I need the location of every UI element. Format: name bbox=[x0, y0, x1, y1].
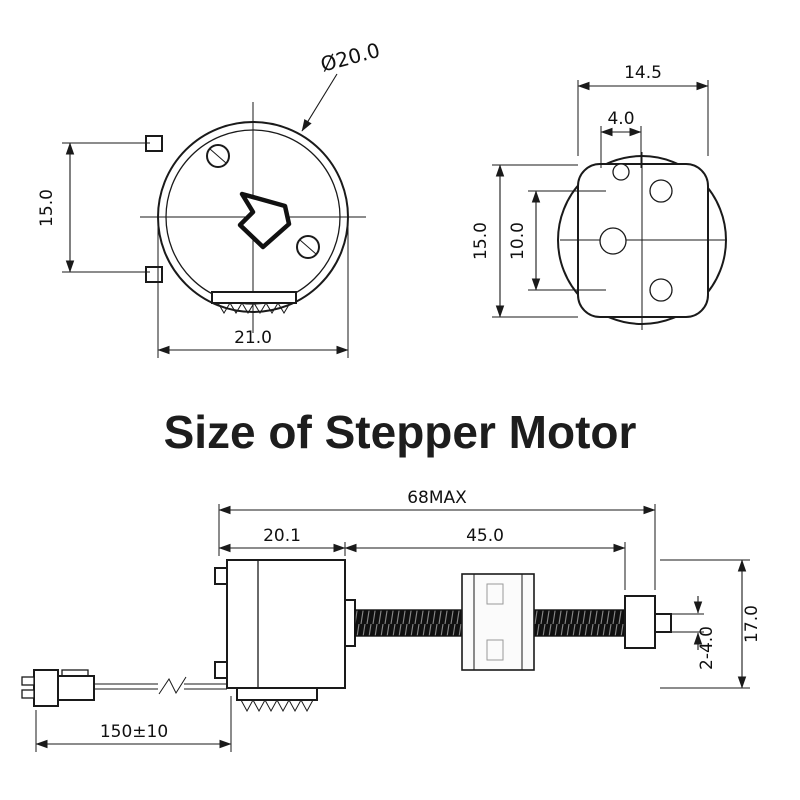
carriage-block bbox=[461, 573, 535, 671]
rear-offset-label: 4.0 bbox=[607, 109, 634, 129]
dim-motor-length: 20.1 bbox=[218, 526, 346, 556]
shaft-tip-label: 2-4.0 bbox=[697, 626, 717, 670]
motor-length-label: 20.1 bbox=[263, 526, 301, 546]
cable-length-label: 150±10 bbox=[100, 722, 168, 742]
rear-center-hole bbox=[599, 227, 627, 255]
front-diameter-label: Ø20.0 bbox=[318, 38, 382, 77]
rear-hole-spacing-label: 10.0 bbox=[508, 222, 528, 260]
dim-front-height: 15.0 bbox=[37, 142, 150, 273]
rear-hole-upper-right bbox=[649, 179, 673, 203]
dim-screw-length: 45.0 bbox=[344, 526, 626, 590]
front-width-label: 21.0 bbox=[234, 328, 272, 348]
d-shaft-profile bbox=[237, 191, 292, 250]
end-bearing-block bbox=[624, 595, 656, 649]
motor-body bbox=[226, 559, 346, 689]
overall-length-label: 68MAX bbox=[407, 488, 467, 508]
dim-front-diameter: Ø20.0 bbox=[301, 38, 382, 132]
screw-top-left bbox=[206, 144, 230, 168]
dim-rear-width: 14.5 bbox=[577, 63, 709, 156]
rear-top-hole bbox=[612, 163, 630, 181]
dim-rear-offset: 4.0 bbox=[600, 109, 642, 168]
side-terminal-pins-zigzag bbox=[240, 698, 314, 713]
rear-width-label: 14.5 bbox=[624, 63, 662, 83]
shaft-coupler bbox=[344, 599, 356, 647]
side-terminal-plate bbox=[236, 687, 318, 701]
wire-break-symbol bbox=[158, 676, 187, 695]
dim-shaft-tip: 2-4.0 bbox=[671, 596, 717, 670]
rear-hole-lower-right bbox=[649, 278, 673, 302]
side-tab-top bbox=[214, 567, 228, 585]
rear-view-drawing: 14.5 4.0 15.0 10.0 bbox=[471, 63, 727, 330]
screw-length-label: 45.0 bbox=[466, 526, 504, 546]
dim-rear-height: 15.0 bbox=[471, 164, 578, 318]
dim-side-height: 17.0 bbox=[660, 559, 762, 689]
dim-overall-length: 68MAX bbox=[218, 488, 656, 590]
dim-rear-hole-spacing: 10.0 bbox=[508, 190, 606, 291]
front-view-drawing: Ø20.0 15.0 21.0 bbox=[37, 38, 382, 358]
wire-connector bbox=[21, 669, 95, 707]
shaft-tip bbox=[654, 613, 672, 633]
page-title: Size of Stepper Motor bbox=[164, 406, 637, 458]
terminal-plate bbox=[211, 291, 297, 304]
side-tab-bottom bbox=[214, 661, 228, 679]
terminal-pins-zigzag bbox=[217, 302, 291, 314]
dim-front-width: 21.0 bbox=[157, 224, 349, 358]
motor-wire bbox=[94, 676, 227, 695]
rear-height-label: 15.0 bbox=[471, 222, 491, 260]
mount-tab-bottom bbox=[145, 266, 163, 283]
front-height-label: 15.0 bbox=[37, 189, 57, 227]
side-view-drawing: 68MAX 20.1 45.0 17.0 2-4.0 bbox=[21, 488, 762, 752]
dim-cable-length: 150±10 bbox=[35, 696, 232, 752]
screw-bottom-right bbox=[296, 235, 320, 259]
side-height-label: 17.0 bbox=[742, 605, 762, 643]
